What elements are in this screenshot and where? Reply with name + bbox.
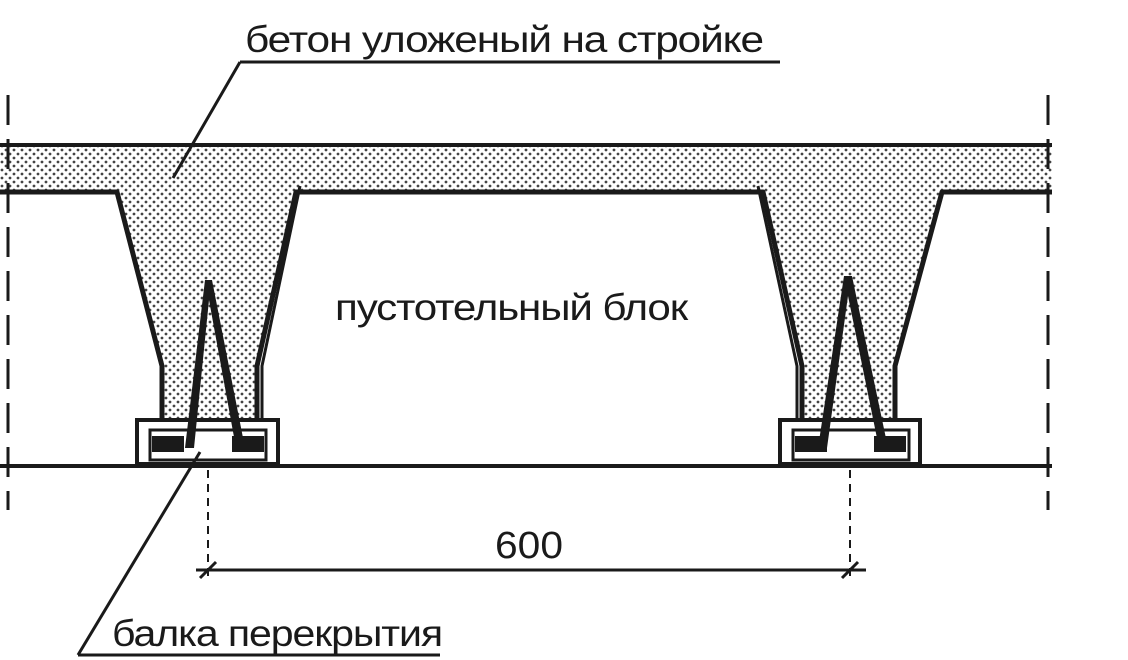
dimension-600 [196, 470, 866, 580]
beam-left [135, 280, 280, 466]
block-edge-left [260, 185, 302, 418]
rib-outline [0, 189, 1052, 418]
block-edge-right [756, 185, 799, 418]
beam-label: балка перекрытия [112, 613, 442, 654]
dimension-value: 600 [495, 525, 563, 567]
concrete-fill [0, 145, 1052, 418]
beam-leader-line [76, 451, 202, 656]
hollow-block-label: пустотельный блок [335, 287, 689, 328]
concrete-leader-line [171, 61, 242, 179]
beam-right [778, 276, 922, 466]
concrete-label: бетон уложеный на стройке [245, 19, 763, 60]
